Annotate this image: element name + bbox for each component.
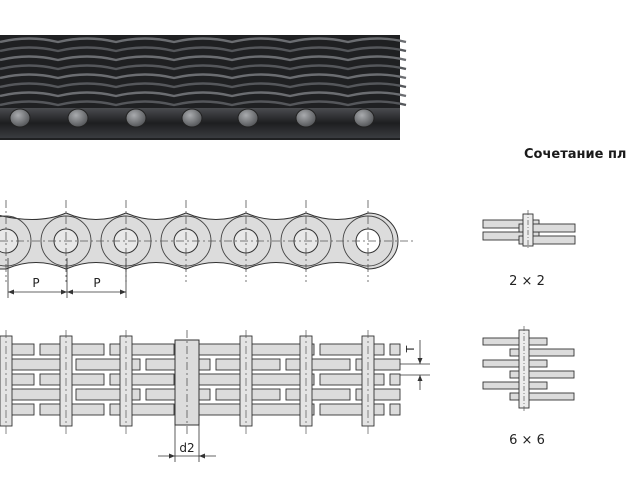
- plate-edge: [0, 100, 407, 107]
- chain-photo: [0, 35, 407, 140]
- pin-head: [67, 108, 89, 128]
- pin-head: [125, 108, 147, 128]
- plate-edge: [0, 37, 407, 44]
- plate-edge: [0, 82, 407, 89]
- combo-plate: [482, 359, 548, 368]
- side-plate: [389, 373, 401, 386]
- plate-edge: [0, 55, 407, 62]
- side-plate: [109, 343, 175, 356]
- side-plate: [319, 343, 385, 356]
- plate-edge: [0, 91, 407, 98]
- combo-2x2-label: 2 × 2: [509, 274, 545, 289]
- pin-diameter-dimension: d2: [158, 425, 216, 462]
- side-plate: [355, 388, 401, 401]
- pin-head: [9, 108, 31, 128]
- side-plate: [285, 388, 351, 401]
- combo-plate: [509, 348, 575, 357]
- side-plate: [0, 343, 35, 356]
- pin-head: [181, 108, 203, 128]
- chain-side-view: [0, 330, 401, 437]
- side-plate: [109, 373, 175, 386]
- section-title: Сочетание пл: [524, 147, 627, 162]
- combo-plate: [509, 392, 575, 401]
- plate-edge: [0, 73, 407, 80]
- thickness-label: T: [404, 345, 417, 353]
- combo-2x2-diagram: 2 × 2: [482, 210, 576, 289]
- combo-plate: [509, 370, 575, 379]
- plate-edge: [0, 46, 407, 53]
- pin-head: [295, 108, 317, 128]
- combo-6x6-label: 6 × 6: [509, 433, 545, 448]
- side-plate: [0, 373, 35, 386]
- pitch-dimension: P P: [7, 258, 127, 298]
- side-plate: [389, 343, 401, 356]
- combo-plate: [482, 381, 548, 390]
- chain-top-view: [0, 200, 415, 282]
- side-plate: [389, 403, 401, 416]
- pin-head: [353, 108, 375, 128]
- pin-head: [237, 108, 259, 128]
- combo-plate: [482, 337, 548, 346]
- plate-edge: [0, 64, 407, 71]
- side-plate: [319, 373, 385, 386]
- side-plate: [285, 358, 351, 371]
- combo-6x6-diagram: 6 × 6: [482, 326, 575, 448]
- side-plate: [75, 388, 141, 401]
- side-plate: [355, 358, 401, 371]
- side-plate: [75, 358, 141, 371]
- pitch-label-left: P: [32, 276, 39, 290]
- thickness-dimension: T: [400, 340, 430, 390]
- pin-diameter-label: d2: [179, 441, 194, 455]
- pitch-label-right: P: [93, 276, 100, 290]
- side-plate: [319, 403, 385, 416]
- side-plate: [109, 403, 175, 416]
- side-plate: [0, 403, 35, 416]
